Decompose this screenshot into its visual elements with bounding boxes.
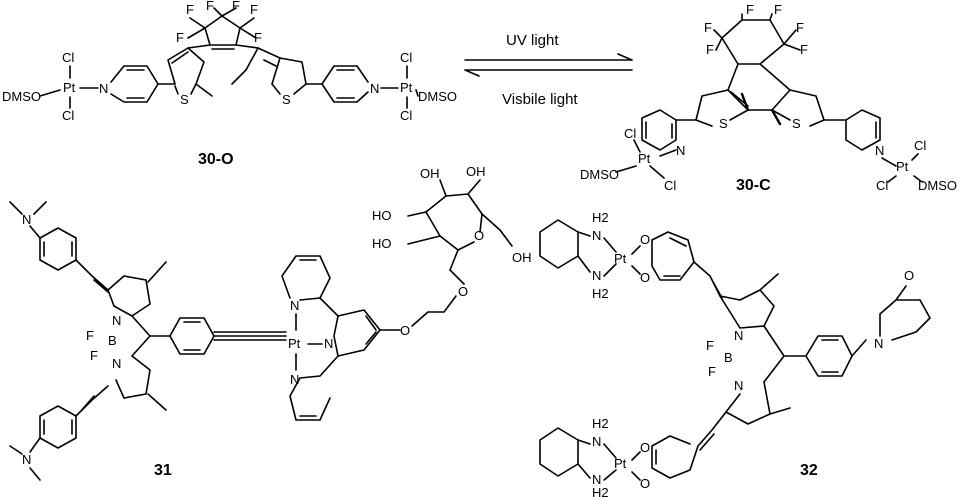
o-atom: O (400, 323, 410, 338)
dmso-ligand: DMSO (918, 178, 957, 193)
n-atom: N (370, 81, 379, 96)
h2-label: H2 (592, 416, 609, 431)
o-atom: O (640, 270, 650, 285)
f-atom: F (232, 0, 240, 13)
cl-atom: Cl (400, 50, 412, 65)
o-atom: O (640, 476, 650, 491)
f-atom: F (86, 328, 94, 343)
cl-atom: Cl (62, 108, 74, 123)
n-atom: N (592, 472, 601, 487)
n-atom: N (874, 336, 883, 351)
f-atom: F (176, 30, 184, 45)
cl-atom: Cl (914, 138, 926, 153)
n-atom: N (290, 298, 299, 313)
pt-atom: Pt (614, 251, 627, 266)
cl-atom: Cl (876, 178, 888, 193)
pt-atom: Pt (614, 456, 627, 471)
n-atom: N (676, 143, 685, 158)
f-atom: F (796, 20, 804, 35)
reaction-arrows: UV light Visbile light (464, 32, 633, 108)
cl-atom: Cl (400, 108, 412, 123)
o-atom: O (458, 284, 468, 299)
b-atom: B (108, 333, 117, 348)
ho-group: HO (372, 208, 392, 223)
n-atom: N (22, 212, 31, 227)
n-atom: N (324, 336, 333, 351)
pt-atom: Pt (63, 80, 76, 95)
reverse-condition: Visbile light (502, 91, 578, 108)
f-atom: F (774, 2, 782, 17)
f-atom: F (706, 338, 714, 353)
f-atom: F (746, 2, 754, 17)
compound-label-32: 32 (800, 462, 818, 479)
n-atom: N (875, 143, 884, 158)
f-atom: F (206, 0, 214, 13)
oh-group: OH (466, 164, 486, 179)
n-atom: N (112, 356, 121, 371)
n-atom: N (592, 434, 601, 449)
o-atom: O (640, 440, 650, 455)
cl-atom: Cl (62, 50, 74, 65)
compound-30-O: Pt Cl Cl DMSO N S F F F F F F S N Pt Cl … (2, 0, 457, 168)
dmso-ligand: DMSO (2, 89, 41, 104)
n-atom: N (22, 452, 31, 467)
n-atom: N (290, 372, 299, 387)
s-atom: S (180, 92, 189, 107)
pt-atom: Pt (288, 336, 301, 351)
forward-condition: UV light (506, 32, 559, 49)
s-atom: S (282, 92, 291, 107)
dmso-ligand: DMSO (580, 167, 619, 182)
f-atom: F (704, 20, 712, 35)
oh-group: OH (420, 166, 440, 181)
compound-32: H2 N N H2 Pt O O N B F F N N O O O Pt H2… (539, 210, 931, 497)
n-atom: N (734, 328, 743, 343)
oh-group: OH (512, 250, 532, 265)
cl-atom: Cl (624, 126, 636, 141)
ho-group: HO (372, 236, 392, 251)
f-atom: F (250, 2, 258, 17)
pt-atom: Pt (400, 80, 413, 95)
cl-atom: Cl (664, 178, 676, 193)
f-atom: F (90, 348, 98, 363)
f-atom: F (706, 42, 714, 57)
compound-label-30-O: 30-O (198, 151, 234, 168)
o-atom: O (904, 268, 914, 283)
s-atom: S (719, 116, 728, 131)
compound-label-31: 31 (154, 462, 172, 479)
compound-30-C: F F F F F F S S N Pt Cl Cl DMSO N Pt Cl … (580, 2, 957, 194)
b-atom: B (724, 350, 733, 365)
o-atom: O (474, 228, 484, 243)
compound-31: N N B F F N N Pt N N N O O O (9, 164, 532, 481)
pt-atom: Pt (638, 151, 651, 166)
h2-label: H2 (592, 210, 609, 225)
f-atom: F (708, 364, 716, 379)
n-atom: N (592, 228, 601, 243)
compound-label-30-C: 30-C (736, 177, 771, 194)
n-atom: N (734, 378, 743, 393)
n-atom: N (112, 313, 121, 328)
n-atom: N (99, 81, 108, 96)
s-atom: S (792, 116, 801, 131)
h2-label: H2 (592, 485, 609, 497)
n-atom: N (592, 268, 601, 283)
o-atom: O (640, 232, 650, 247)
pt-atom: Pt (896, 159, 909, 174)
f-atom: F (186, 2, 194, 17)
f-atom: F (800, 42, 808, 57)
f-atom: F (254, 30, 262, 45)
dmso-ligand: DMSO (418, 89, 457, 104)
h2-label: H2 (592, 286, 609, 301)
